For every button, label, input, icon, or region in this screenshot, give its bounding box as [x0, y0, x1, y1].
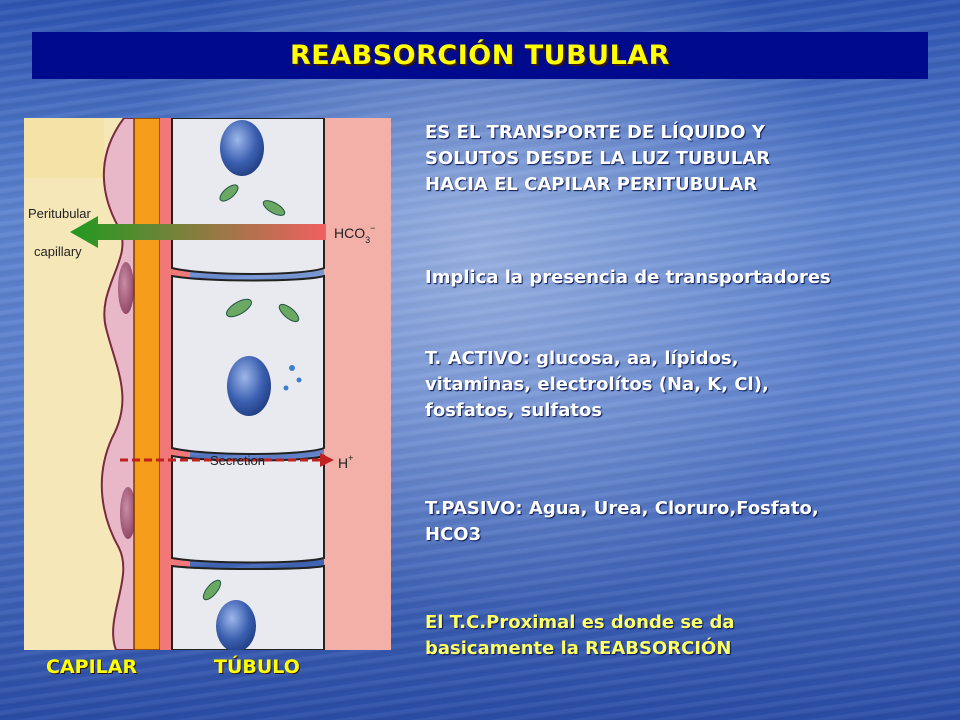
- tubule-cell: [171, 274, 325, 455]
- capillary-lumen: [24, 118, 124, 650]
- secretion-label: Secretion: [210, 453, 265, 468]
- tubule-caption: TÚBULO: [214, 656, 300, 678]
- proximal-line: basicamente la REABSORCIÓN: [425, 638, 732, 659]
- active-line: T. ACTIVO: glucosa, aa, lípidos,: [425, 348, 739, 369]
- transporters-paragraph: Implica la presencia de transportadores: [425, 265, 935, 291]
- h-ion-label: H+: [338, 453, 353, 471]
- definition-paragraph: ES EL TRANSPORTE DE LÍQUIDO Y SOLUTOS DE…: [425, 120, 935, 198]
- definition-line: ES EL TRANSPORTE DE LÍQUIDO Y: [425, 122, 765, 143]
- active-line: vitaminas, electrolítos (Na, K, Cl),: [425, 374, 769, 395]
- title-bar: REABSORCIÓN TUBULAR: [32, 32, 928, 79]
- tubule-lumen: [324, 118, 391, 650]
- tubule-cell: [171, 454, 325, 564]
- slide-title: REABSORCIÓN TUBULAR: [290, 40, 670, 71]
- transporters-line: Implica la presencia de transportadores: [425, 267, 831, 288]
- capillary-lumen-stripes: [24, 118, 104, 178]
- proximal-line: El T.C.Proximal es donde se da: [425, 612, 735, 633]
- capillary-caption: CAPILAR: [46, 656, 138, 678]
- proximal-paragraph: El T.C.Proximal es donde se da basicamen…: [425, 610, 935, 662]
- passive-line: T.PASIVO: Agua, Urea, Cloruro,Fosfato,: [425, 498, 819, 519]
- secretion-arrow: [120, 453, 334, 467]
- reabsorption-arrow: [70, 216, 326, 248]
- tubule-diagram-svg: Peritubular capillary HCO3− Secretion H+: [24, 118, 391, 650]
- basement-membrane: [133, 118, 161, 650]
- definition-line: SOLUTOS DESDE LA LUZ TUBULAR: [425, 148, 771, 169]
- capillary-nucleus: [120, 487, 136, 539]
- capillary-label-line1: Peritubular: [28, 206, 92, 221]
- tubule-diagram: Peritubular capillary HCO3− Secretion H+: [24, 118, 391, 650]
- capillary-nucleus: [118, 262, 134, 314]
- definition-line: HACIA EL CAPILAR PERITUBULAR: [425, 174, 758, 195]
- passive-line: HCO3: [425, 524, 482, 545]
- active-transport-paragraph: T. ACTIVO: glucosa, aa, lípidos, vitamin…: [425, 346, 935, 424]
- tubule-cell: [171, 564, 325, 650]
- tubule-cell: [171, 118, 325, 275]
- capillary-label-line2: capillary: [34, 244, 82, 259]
- hco3-label: HCO3−: [334, 223, 375, 245]
- passive-transport-paragraph: T.PASIVO: Agua, Urea, Cloruro,Fosfato, H…: [425, 496, 935, 548]
- active-line: fosfatos, sulfatos: [425, 400, 603, 421]
